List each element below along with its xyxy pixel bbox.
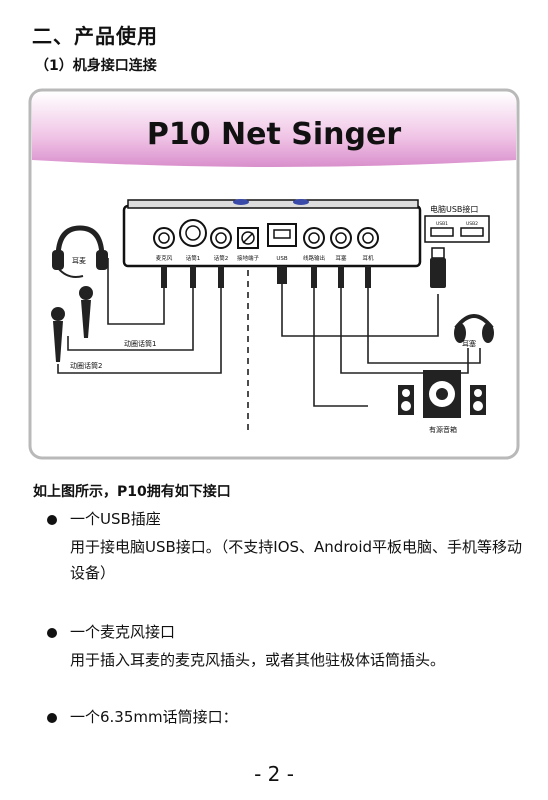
interfaces-intro: 如上图所示，P10拥有如下接口	[33, 484, 231, 500]
mic-icon	[79, 286, 93, 338]
item-desc: 用于接电脑USB接口。（不支持IOS、Android平板电脑、手机等移动设备）	[70, 538, 523, 582]
port-earbuds	[330, 227, 352, 249]
item-title: 一个USB插座	[70, 510, 161, 528]
port-label: 麦克风	[156, 254, 173, 262]
title-banner	[32, 92, 516, 167]
port-label: 话筒2	[214, 254, 229, 262]
section-heading: 二、产品使用	[32, 24, 158, 48]
diagram-frame	[28, 88, 520, 460]
port-ground	[237, 227, 259, 249]
page-number: - 2 -	[254, 762, 294, 786]
port-label: 耳塞	[335, 254, 347, 262]
bullet	[47, 515, 57, 525]
bullet	[47, 628, 57, 638]
mic1-label: 动圈话筒1	[124, 339, 156, 348]
item-title: 一个6.35mm话筒接口：	[70, 708, 238, 726]
mic2-label: 动圈话筒2	[70, 361, 102, 370]
speakers-icon	[398, 370, 486, 418]
mic-icon	[51, 307, 65, 362]
connection-diagram: P10 Net Singer 麦克风 话筒1 话筒2 接地端子 USB 线路输出…	[28, 88, 520, 460]
port-mic1	[179, 219, 207, 247]
port-label: 接地端子	[237, 254, 260, 262]
item-title: 一个麦克风接口	[70, 623, 176, 641]
pc-usb-label: 电脑USB接口	[430, 204, 478, 214]
product-title: P10 Net Singer	[147, 117, 401, 152]
port-mic2	[210, 227, 232, 249]
port-label: 线路输出	[303, 254, 325, 262]
subheading: （1）机身接口连接	[35, 58, 157, 74]
usb-port-2-label: USB2	[466, 221, 478, 227]
port-mic	[153, 227, 175, 249]
port-line-out	[303, 227, 325, 249]
headset-label: 耳麦	[72, 256, 86, 265]
port-usb	[267, 223, 297, 247]
earphones-icon	[454, 314, 494, 343]
headset-icon	[52, 225, 108, 278]
usb-port-1-label: USB1	[436, 221, 448, 227]
earphones-label: 耳塞	[462, 339, 476, 348]
port-label: USB	[276, 256, 288, 262]
usb-plug-icon	[430, 247, 446, 288]
port-label: 话筒1	[186, 254, 201, 262]
speakers-label: 有源音箱	[429, 425, 457, 434]
bullet	[47, 713, 57, 723]
port-label: 耳机	[362, 254, 374, 262]
port-headphones	[357, 227, 379, 249]
item-desc: 用于插入耳麦的麦克风插头，或者其他驻极体话筒插头。	[70, 651, 446, 669]
